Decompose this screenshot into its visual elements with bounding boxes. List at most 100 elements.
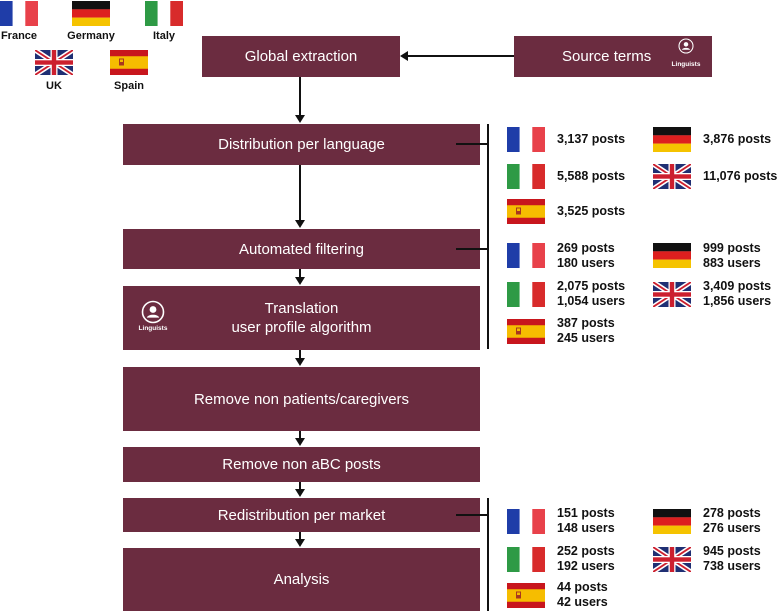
connector-distribution-bracket	[456, 143, 488, 145]
filtering-posts-germany: 999 posts	[703, 241, 761, 255]
arrowhead-down	[295, 539, 305, 547]
remove-non-abc-label: Remove non aBC posts	[222, 456, 381, 473]
translation-label-line1: Translation	[264, 300, 339, 317]
distribution-stat-spain: 3,525 posts	[557, 204, 626, 218]
italy-flag-icon	[507, 282, 545, 307]
filtering-users-france: 180 users	[557, 256, 615, 270]
arrowhead-down	[295, 277, 305, 285]
arrowhead-down	[295, 220, 305, 228]
distribution-stat-uk: 11,076 posts	[703, 169, 778, 183]
market-stat-italy: 252 posts 192 users	[557, 544, 615, 574]
filtering-stat-germany: 999 posts 883 users	[703, 241, 761, 271]
connector-filtering-to-translation	[299, 269, 301, 277]
filtering-posts-spain: 387 posts	[557, 316, 615, 330]
uk-flag-icon	[653, 164, 691, 189]
connector-redistribution-to-analysis	[299, 532, 301, 540]
linguists-icon: Linguists	[133, 300, 173, 336]
legend-label-france: France	[0, 30, 38, 42]
market-users-france: 148 users	[557, 521, 615, 535]
analysis-label: Analysis	[273, 571, 330, 588]
uk-flag-icon	[653, 547, 691, 572]
france-flag-icon	[507, 243, 545, 268]
distribution-label: Distribution per language	[218, 136, 385, 153]
automated-filtering-label: Automated filtering	[238, 240, 365, 258]
france-flag-icon	[0, 1, 38, 26]
spain-flag-icon	[507, 319, 545, 344]
market-posts-spain: 44 posts	[557, 580, 608, 594]
linguists-icon-label: Linguists	[138, 325, 168, 332]
remove-non-patients-label: Remove non patients/caregivers	[193, 390, 410, 408]
translation-box: Translation user profile algorithm	[123, 286, 480, 350]
market-posts-italy: 252 posts	[557, 544, 615, 558]
translation-label-line2: user profile algorithm	[231, 319, 372, 336]
italy-flag-icon	[507, 164, 545, 189]
legend-label-italy: Italy	[152, 30, 175, 42]
redistribution-label: Redistribution per market	[217, 506, 386, 524]
spain-flag-icon	[507, 199, 545, 224]
connector-global-to-distribution	[299, 77, 301, 115]
filtering-stat-uk: 3,409 posts 1,856 users	[703, 279, 771, 309]
germany-flag-icon	[653, 509, 691, 534]
filtering-users-germany: 883 users	[703, 256, 761, 270]
italy-flag-icon	[507, 547, 545, 572]
connector-redistribution-bracket	[456, 514, 488, 516]
global-extraction-label: Global extraction	[244, 48, 358, 65]
filtering-posts-italy: 2,075 posts	[557, 279, 626, 293]
automated-filtering-box: Automated filtering	[123, 229, 480, 269]
uk-flag-icon	[35, 50, 73, 75]
filtering-bracket-line	[487, 229, 489, 349]
market-stat-germany: 278 posts 276 users	[703, 506, 761, 536]
filtering-stat-italy: 2,075 posts 1,054 users	[557, 279, 625, 309]
connector-filtering-bracket	[456, 248, 488, 250]
filtering-stat-france: 269 posts 180 users	[557, 241, 615, 271]
legend-label-germany: Germany	[67, 30, 115, 42]
arrowhead-down	[295, 438, 305, 446]
connector-distribution-to-filtering	[299, 165, 301, 220]
market-posts-uk: 945 posts	[703, 544, 761, 558]
market-posts-france: 151 posts	[557, 506, 615, 520]
source-terms-label: Source terms	[562, 48, 652, 65]
filtering-users-italy: 1,054 users	[557, 294, 626, 308]
arrowhead-left	[400, 51, 408, 61]
market-stat-spain: 44 posts 42 users	[557, 580, 608, 610]
arrowhead-down	[295, 489, 305, 497]
spain-flag-icon	[507, 583, 545, 608]
italy-flag-icon	[145, 1, 183, 26]
global-extraction-box: Global extraction	[202, 36, 400, 77]
filtering-users-uk: 1,856 users	[703, 294, 772, 308]
arrowhead-down	[295, 115, 305, 123]
distribution-bracket-line	[487, 124, 489, 232]
linguists-icon: Linguists	[666, 38, 706, 74]
linguists-icon-label: Linguists	[671, 61, 701, 68]
france-flag-icon	[507, 127, 545, 152]
filtering-stat-spain: 387 posts 245 users	[557, 316, 615, 346]
distribution-stat-germany: 3,876 posts	[703, 132, 772, 146]
remove-non-patients-box: Remove non patients/caregivers	[123, 367, 480, 431]
distribution-stat-france: 3,137 posts	[557, 132, 626, 146]
france-flag-icon	[507, 509, 545, 534]
market-stat-uk: 945 posts 738 users	[703, 544, 761, 574]
filtering-users-spain: 245 users	[557, 331, 615, 345]
analysis-box: Analysis	[123, 548, 480, 611]
germany-flag-icon	[72, 1, 110, 26]
filtering-posts-uk: 3,409 posts	[703, 279, 772, 293]
arrowhead-down	[295, 358, 305, 366]
connector-abc-to-redistribution	[299, 482, 301, 490]
spain-flag-icon	[110, 50, 148, 75]
distribution-stat-italy: 5,588 posts	[557, 169, 626, 183]
market-bracket-line	[487, 498, 489, 611]
germany-flag-icon	[653, 243, 691, 268]
market-users-germany: 276 users	[703, 521, 761, 535]
filtering-posts-france: 269 posts	[557, 241, 615, 255]
remove-non-abc-box: Remove non aBC posts	[123, 447, 480, 482]
source-terms-box: Source terms Linguists	[514, 36, 712, 77]
connector-remove-to-abc	[299, 431, 301, 439]
market-users-spain: 42 users	[557, 595, 608, 609]
uk-flag-icon	[653, 282, 691, 307]
market-users-uk: 738 users	[703, 559, 761, 573]
market-posts-germany: 278 posts	[703, 506, 761, 520]
distribution-box: Distribution per language	[123, 124, 480, 165]
legend-label-uk: UK	[46, 80, 62, 92]
redistribution-box: Redistribution per market	[123, 498, 480, 532]
germany-flag-icon	[653, 127, 691, 152]
